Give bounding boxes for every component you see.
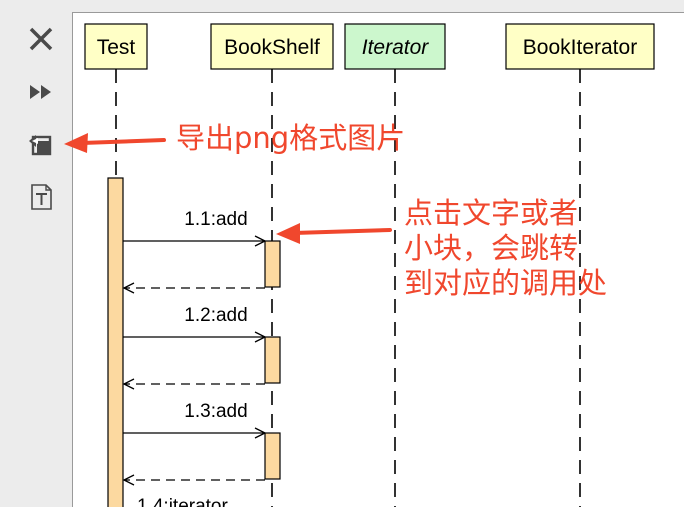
sequence-diagram-canvas: Test BookShelf Iterator BookIterator 1.1… (72, 12, 684, 507)
bookshelf-activation-1[interactable] (264, 240, 281, 288)
bookshelf-activation-2[interactable] (264, 336, 281, 384)
lifeline-bookiterator[interactable]: BookIterator (505, 23, 655, 70)
lifeline-test[interactable]: Test (84, 23, 148, 70)
lifeline-bookshelf[interactable]: BookShelf (210, 23, 334, 70)
lifeline-iterator-label: Iterator (362, 36, 430, 59)
fast-forward-icon (30, 85, 51, 99)
close-icon (29, 27, 53, 51)
click-annotation-line-1: 点击文字或者 (404, 196, 579, 230)
close-button[interactable] (24, 22, 58, 56)
forward-button[interactable] (24, 75, 58, 109)
export-png-button[interactable] (24, 128, 58, 162)
text-button[interactable] (24, 180, 58, 214)
export-icon (29, 135, 52, 156)
test-activation-bar[interactable] (107, 177, 124, 507)
click-annotation-line-3: 到对应的调用处 (404, 266, 608, 300)
toolbar (0, 0, 72, 506)
lifeline-iterator[interactable]: Iterator (344, 23, 446, 70)
message-label-4[interactable]: 1.4:iterator (137, 496, 228, 507)
message-label-3[interactable]: 1.3:add (184, 401, 247, 422)
text-icon (31, 184, 52, 210)
bookshelf-activation-3[interactable] (264, 432, 281, 480)
lifeline-bookshelf-label: BookShelf (224, 36, 320, 59)
lifeline-test-label: Test (97, 36, 136, 59)
click-annotation-line-2: 小块，会跳转 (404, 231, 579, 265)
message-label-2[interactable]: 1.2:add (184, 305, 247, 326)
export-annotation-text: 导出png格式图片 (176, 121, 406, 155)
sequence-diagram: Test BookShelf Iterator BookIterator 1.1… (84, 23, 655, 507)
lifeline-bookiterator-label: BookIterator (523, 36, 637, 59)
message-label-1[interactable]: 1.1:add (184, 209, 247, 230)
